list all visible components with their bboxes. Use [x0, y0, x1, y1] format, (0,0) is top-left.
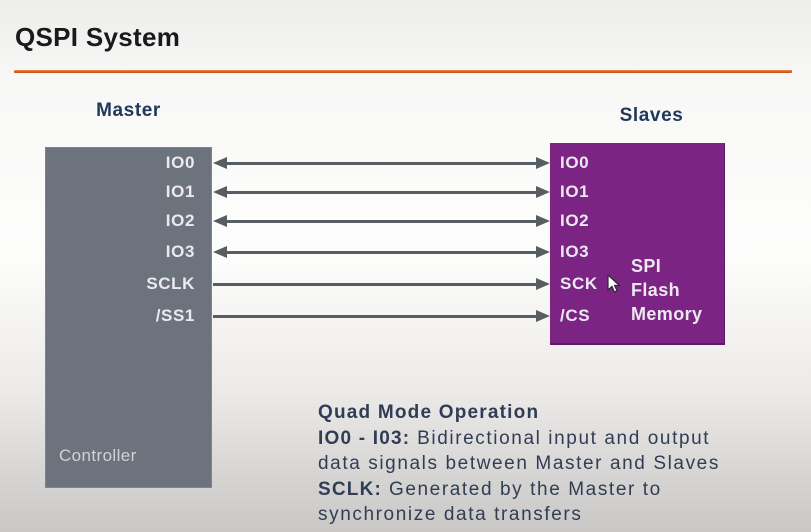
arrow-right-icon: [536, 278, 550, 290]
master-pin-io1: IO1: [165, 182, 195, 201]
spi-flash-memory-label: SPI Flash Memory: [631, 256, 703, 324]
wire-line: [213, 315, 539, 318]
arrow-right-icon: [536, 186, 550, 198]
slave-block: [550, 143, 725, 345]
arrow-right-icon: [536, 310, 550, 322]
wire-line: [224, 251, 539, 254]
slave-pin-io1: IO1: [560, 182, 590, 201]
slave-pin-io0: IO0: [560, 153, 590, 172]
master-pin-io0: IO0: [165, 153, 195, 172]
wire-ss1-arrow: [213, 310, 550, 322]
arrow-right-icon: [536, 246, 550, 258]
wire-line: [224, 162, 539, 165]
slaves-heading: Slaves: [619, 105, 684, 126]
master-pin-io3: IO3: [165, 242, 195, 261]
slave-pin-io2: IO2: [560, 211, 590, 230]
master-pin-sclk: SCLK: [146, 274, 195, 293]
master-heading: Master: [96, 100, 161, 121]
note-line: SCLK: Generated by the Master to: [318, 478, 662, 500]
master-pin-io2: IO2: [165, 211, 195, 230]
slave-pin-sck: SCK: [560, 274, 598, 293]
arrow-left-icon: [213, 246, 227, 258]
note-line: IO0 - I03: Bidirectional input and outpu…: [318, 427, 711, 449]
arrow-left-icon: [213, 215, 227, 227]
arrow-right-icon: [536, 157, 550, 169]
wire-line: [224, 191, 539, 194]
arrow-left-icon: [213, 186, 227, 198]
notes-heading: Quad Mode Operation: [318, 402, 540, 423]
master-pin-ss1: /SS1: [155, 306, 195, 325]
notes: Quad Mode Operation IO0 - I03: Bidirecti…: [318, 400, 803, 528]
wire-io2-bidirectional-arrow: [213, 215, 550, 227]
mouse-cursor-icon: [607, 274, 621, 293]
slave-pin-cs: /CS: [560, 306, 591, 325]
note-line: data signals between Master and Slaves: [318, 453, 720, 474]
slave-pin-io3: IO3: [560, 242, 590, 261]
master-block: [45, 147, 212, 488]
note-line: synchronize data transfers: [318, 504, 583, 525]
page-title: QSPI System: [15, 22, 181, 52]
wire-io3-bidirectional-arrow: [213, 246, 550, 258]
wire-sclk-arrow: [213, 278, 550, 290]
wire-io0-bidirectional-arrow: [213, 157, 550, 169]
arrow-right-icon: [536, 215, 550, 227]
wire-io1-bidirectional-arrow: [213, 186, 550, 198]
title-divider: [14, 70, 792, 73]
arrow-left-icon: [213, 157, 227, 169]
controller-label: Controller: [59, 446, 137, 465]
wire-line: [213, 283, 539, 286]
wire-line: [224, 220, 539, 223]
